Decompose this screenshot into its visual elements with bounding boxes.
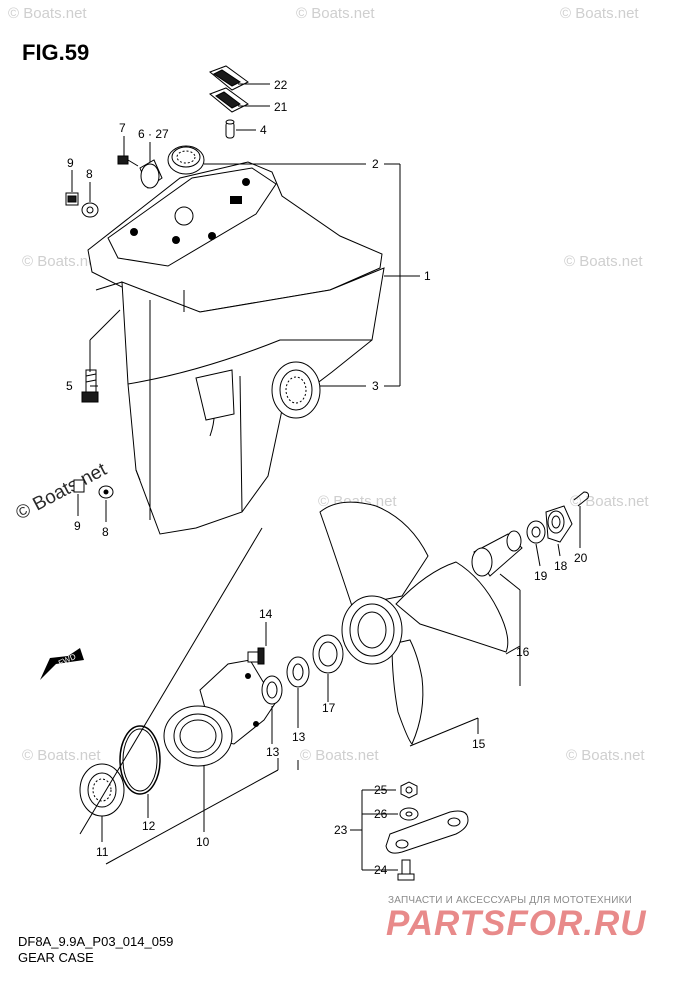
- callout-11: 11: [96, 845, 109, 859]
- part-5-bolt: [81, 369, 99, 403]
- part-22-anode: [209, 65, 249, 91]
- callout-13-a: 13: [266, 745, 280, 759]
- callout-22: 22: [274, 78, 288, 92]
- callout-17: 17: [322, 701, 336, 715]
- leader-lines: [71, 83, 581, 871]
- watermark-text: © Boats.net: [570, 493, 649, 510]
- part-17-seal: [312, 634, 344, 674]
- watermark-text: © Boats.net: [8, 5, 87, 22]
- callout-6-27: 6 · 27: [138, 127, 169, 141]
- shop-logo: PARTSFOR.RU: [386, 904, 647, 943]
- part-1-gear-case: [87, 161, 385, 535]
- part-20-cotter-pin: [573, 491, 589, 507]
- figure-title: FIG.59: [22, 40, 90, 65]
- callout-12: 12: [142, 819, 156, 833]
- part-25-nut: [400, 781, 418, 799]
- part-8-washer-top: [81, 202, 99, 218]
- part-10-housing: [163, 659, 277, 767]
- watermark-text: © Boats.net: [560, 5, 639, 22]
- part-4-dowel-pin: [225, 119, 235, 139]
- callout-23: 23: [334, 823, 348, 837]
- part-16-thrust-piece: [471, 530, 523, 577]
- part-26-washer: [399, 807, 419, 821]
- watermark-text: © Boats.net: [296, 5, 375, 22]
- part-13-seal-b: [286, 656, 310, 688]
- fwd-label: FWD: [57, 652, 78, 668]
- part-13-seal-a: [261, 675, 283, 705]
- watermark-text: © Boats.net: [12, 459, 110, 525]
- part-7-bolt: [117, 155, 139, 167]
- fwd-marker: FWD: [40, 648, 84, 680]
- callout-1: 1: [424, 269, 431, 283]
- watermark-text: © Boats.net: [22, 253, 101, 270]
- part-8-washer-bottom: [98, 485, 114, 499]
- callout-21: 21: [274, 100, 288, 114]
- callout-numbers: 22 21 4 7 6 · 27 2 9 8 1 3 5 9 8 20 18 1…: [66, 78, 588, 877]
- part-9-bolt-top: [65, 192, 79, 206]
- callout-26: 26: [374, 807, 388, 821]
- callout-25: 25: [374, 783, 388, 797]
- callout-19: 19: [534, 569, 548, 583]
- callout-14: 14: [259, 607, 273, 621]
- part-2-bearing: [167, 145, 205, 175]
- watermark-text: © Boats.net: [22, 747, 101, 764]
- part-23-trim-tab: [385, 810, 469, 854]
- callout-9-bottom: 9: [74, 519, 81, 533]
- watermark-text: © Boats.net: [566, 747, 645, 764]
- diagram-name: GEAR CASE: [18, 950, 94, 965]
- callout-10: 10: [196, 835, 210, 849]
- part-12-o-ring: [119, 725, 161, 795]
- callout-8-top: 8: [86, 167, 93, 181]
- callout-16: 16: [516, 645, 530, 659]
- callout-9-top: 9: [67, 156, 74, 170]
- shop-tagline: ЗАПЧАСТИ И АКСЕССУАРЫ ДЛЯ МОТОТЕХНИКИ: [388, 895, 633, 906]
- watermark-text: © Boats.net: [564, 253, 643, 270]
- part-11-bearing: [79, 763, 125, 817]
- part-3-bearing: [271, 361, 321, 419]
- part-9-bolt-bottom: [73, 479, 85, 493]
- callout-24: 24: [374, 863, 388, 877]
- callout-8-bottom: 8: [102, 525, 109, 539]
- part-14-bolt: [247, 647, 265, 665]
- callout-20: 20: [574, 551, 588, 565]
- part-24-bolt: [397, 859, 415, 881]
- part-15-propeller: [319, 501, 509, 745]
- callout-2: 2: [372, 157, 379, 171]
- callout-18: 18: [554, 559, 568, 573]
- part-6-27-spacer: [139, 159, 163, 189]
- part-19-washer: [526, 520, 546, 544]
- callout-15: 15: [472, 737, 486, 751]
- callout-3: 3: [372, 379, 379, 393]
- part-18-nut: [545, 505, 573, 543]
- callout-7: 7: [119, 121, 126, 135]
- part-21-anode: [209, 87, 249, 113]
- callout-4: 4: [260, 123, 267, 137]
- callout-5: 5: [66, 379, 73, 393]
- callout-13-b: 13: [292, 730, 306, 744]
- diagram-code: DF8A_9.9A_P03_014_059: [18, 934, 174, 949]
- watermark-text: © Boats.net: [300, 747, 379, 764]
